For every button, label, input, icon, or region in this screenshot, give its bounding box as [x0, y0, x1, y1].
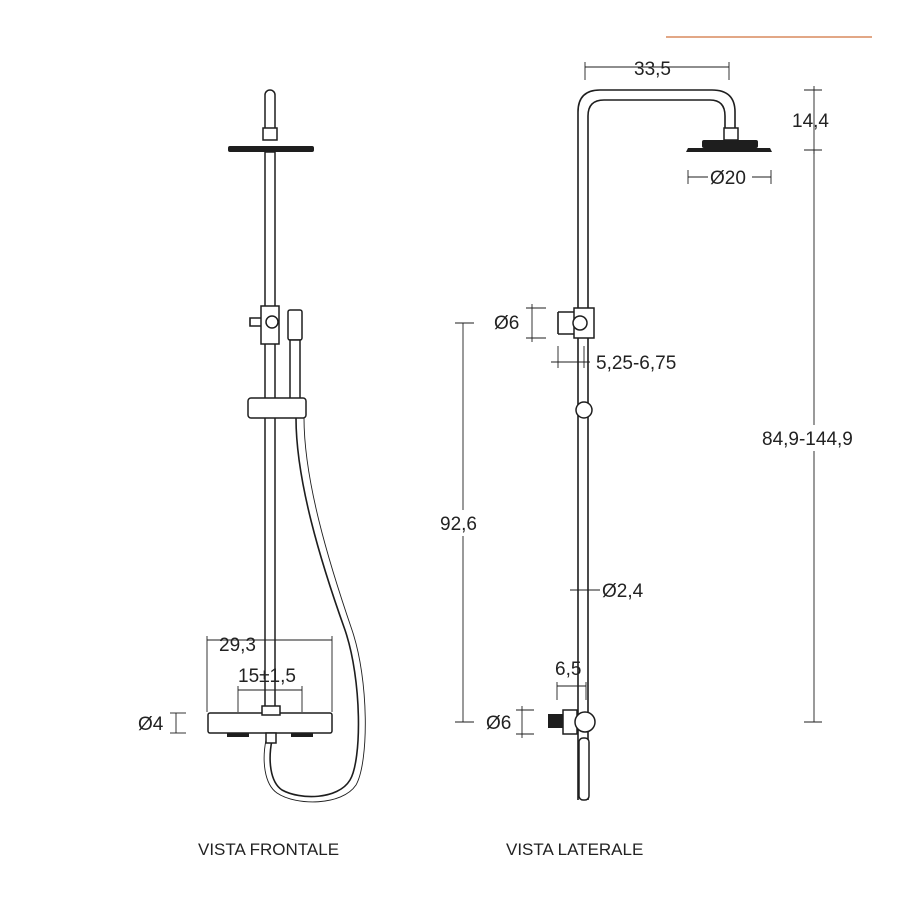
front-view: 29,3 15±1,5 Ø4 VISTA FRONTALE [138, 89, 366, 859]
front-shower-head [228, 146, 314, 152]
front-mixer-left-flange [227, 733, 249, 737]
front-dim-width-center: 15±1,5 [238, 666, 296, 687]
side-dim-column-height: 92,6 [440, 514, 477, 535]
front-view-caption: VISTA FRONTALE [198, 840, 339, 859]
front-mixer-right-flange [291, 733, 313, 737]
side-diverter-joint [572, 315, 588, 331]
side-shower-head-body [702, 140, 758, 148]
front-riser-pipe [264, 151, 276, 708]
front-mixer-riser-joint [261, 705, 281, 716]
front-hand-shower-handle [289, 339, 301, 406]
side-mixer-inlet [548, 714, 564, 728]
front-hose-inner [263, 417, 366, 803]
side-diverter-knob [557, 311, 574, 335]
side-shower-head [686, 148, 772, 152]
front-dim-inlet-diameter: Ø4 [138, 714, 164, 735]
side-dim-knob-diameter-bottom: Ø6 [486, 713, 511, 734]
side-view: 33,5 14,4 Ø20 Ø6 5,25-6,75 84,9-144,9 [438, 59, 868, 859]
side-dim-pipe-diameter: Ø2,4 [602, 581, 644, 602]
side-dim-head-height: 14,4 [792, 111, 829, 132]
front-mixer-outlet [265, 732, 277, 744]
front-diverter-knob [249, 317, 261, 327]
front-mixer-bar [207, 712, 333, 734]
front-riser-top [264, 89, 276, 133]
side-riser-arm [577, 89, 736, 800]
side-dim-knob-offset: 5,25-6,75 [596, 353, 676, 374]
front-slider-holder [247, 397, 307, 419]
side-dim-head-diameter: Ø20 [710, 168, 746, 189]
side-mixer-knob [574, 711, 596, 733]
side-slider-knob [575, 401, 593, 419]
front-riser-connector [262, 127, 278, 141]
front-dim-width-total: 29,3 [219, 635, 256, 656]
front-diverter-joint [265, 315, 279, 329]
side-dim-mixer-depth: 6,5 [555, 659, 581, 680]
side-dim-knob-diameter-top: Ø6 [494, 313, 519, 334]
front-hose [269, 417, 360, 798]
side-riser-arm-inner [587, 99, 726, 800]
side-mixer-bottom [578, 737, 590, 801]
front-hand-shower-head [287, 309, 303, 341]
side-view-caption: VISTA LATERALE [506, 840, 643, 859]
side-dim-arm-length: 33,5 [634, 59, 671, 80]
side-dim-total-height: 84,9-144,9 [762, 429, 853, 450]
side-head-connector [723, 127, 739, 141]
